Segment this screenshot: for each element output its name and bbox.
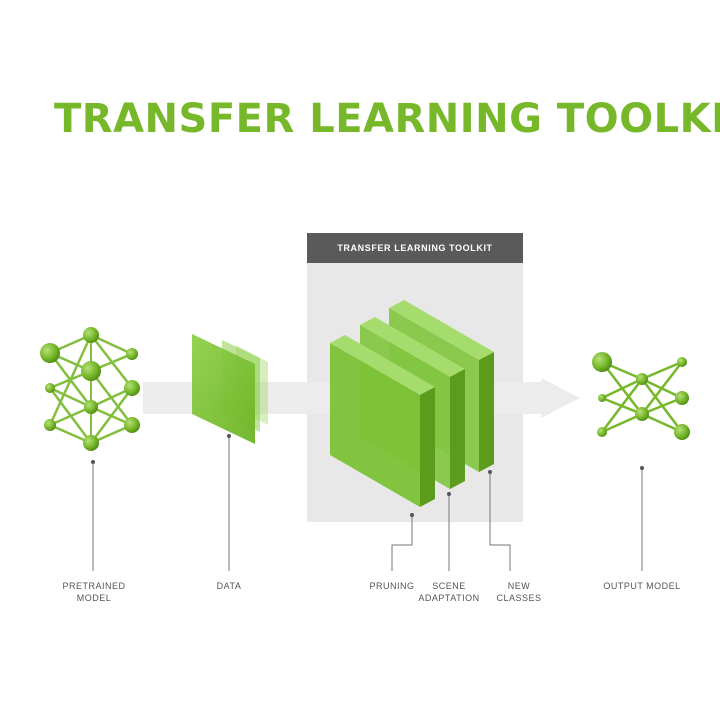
- label-scene-line2: ADAPTATION: [418, 593, 480, 603]
- label-scene-adaptation: SCENE ADAPTATION: [414, 580, 484, 604]
- label-pruning: PRUNING: [361, 580, 423, 592]
- label-new-line1: NEW: [507, 581, 531, 591]
- output-network-icon: [592, 352, 690, 440]
- label-new-classes: NEW CLASSES: [488, 580, 550, 604]
- label-data: DATA: [204, 580, 254, 592]
- label-pretrained-model: PRETRAINED MODEL: [58, 580, 130, 604]
- label-pretrained-line2: MODEL: [76, 593, 112, 603]
- label-output-model: OUTPUT MODEL: [597, 580, 687, 592]
- toolkit-panel-header: TRANSFER LEARNING TOOLKIT: [307, 233, 523, 263]
- label-pretrained-line1: PRETRAINED: [62, 581, 126, 591]
- page-title: TRANSFER LEARNING TOOLKIT: [54, 96, 720, 142]
- label-output-text: OUTPUT MODEL: [603, 581, 681, 591]
- toolkit-blocks-icon: [330, 300, 494, 507]
- label-new-line2: CLASSES: [496, 593, 542, 603]
- data-sheets-icon: [192, 334, 268, 444]
- label-scene-line1: SCENE: [432, 581, 466, 591]
- label-data-text: DATA: [216, 581, 242, 591]
- callout-dots: [91, 434, 644, 517]
- callout-lines: [92, 436, 643, 571]
- label-pruning-text: PRUNING: [369, 581, 415, 591]
- pretrained-network-icon: [40, 327, 140, 451]
